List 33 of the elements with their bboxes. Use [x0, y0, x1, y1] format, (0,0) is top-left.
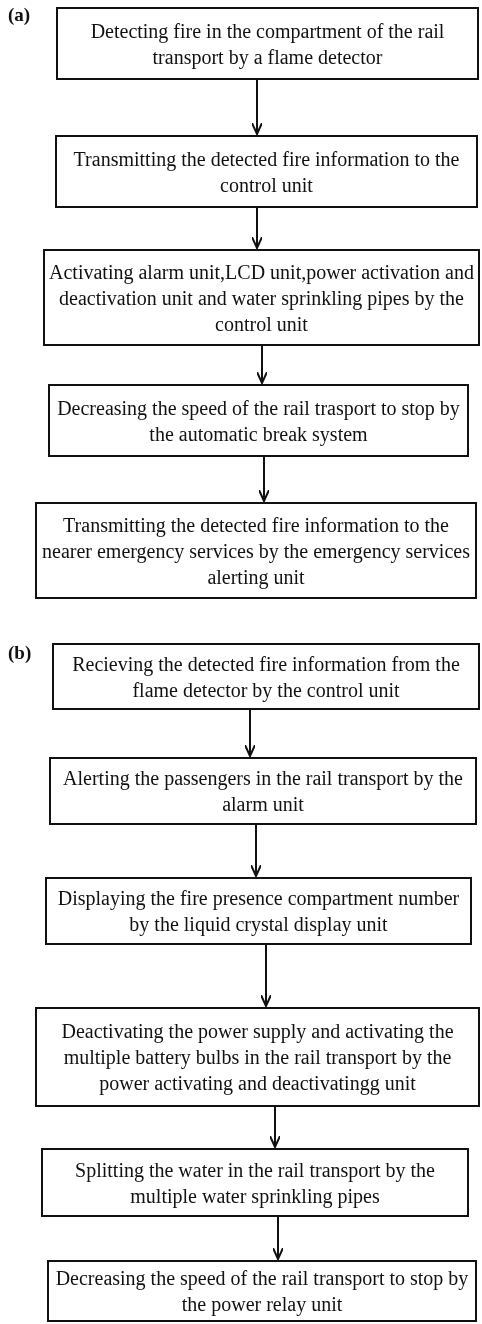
process-box [41, 1148, 469, 1217]
arrow [260, 944, 272, 1007]
step-text: Alerting the passengers in the rail transport by the alarm unit [62, 766, 464, 817]
process-box [35, 502, 477, 599]
panel-label: (a) [8, 4, 31, 26]
step-text: Transmitting the detected fire information to the nearer emergency services by the emergency services alerting unit [41, 512, 471, 590]
step-text: Displaying the fire presence compartment number by the liquid crystal display unit [56, 886, 461, 937]
step-text: Splitting the water in the rail transport by the multiple water sprinkling pipes [74, 1157, 436, 1209]
process-box [48, 384, 469, 457]
step-text: Activating alarm unit,LCD unit,power activation and deactivation unit and water sprinkling pipes by the control unit [49, 259, 474, 337]
step-text: Recieving the detected fire information from the flame detector by the control unit [71, 651, 461, 703]
process-box [56, 7, 479, 80]
step-text: Transmitting the detected fire information to the control unit [72, 146, 461, 198]
process-box [55, 135, 478, 208]
step-text: Deactivating the power supply and activating the multiple battery bulbs in the rail transport by the power activating and deactivatingg unit [60, 1019, 455, 1096]
step-text: Detecting fire in the compartment of the rail transport by a flame detector [89, 18, 446, 70]
arrow [251, 79, 263, 135]
panel-label: (b) [8, 642, 32, 664]
arrow [269, 1106, 281, 1148]
arrow [244, 709, 256, 757]
process-box [43, 249, 480, 346]
arrow [272, 1216, 284, 1260]
process-box [47, 1260, 477, 1322]
process-box [49, 757, 477, 825]
process-box [45, 877, 472, 945]
arrow [250, 824, 262, 877]
step-text: Decreasing the speed of the rail trasport to stop by the automatic break system [56, 395, 461, 447]
step-text: Decreasing the speed of the rail transport to stop by the power relay unit [54, 1266, 470, 1317]
arrow [251, 207, 263, 249]
process-box [52, 643, 480, 710]
arrow [258, 456, 270, 502]
arrow [256, 345, 268, 384]
process-box [35, 1007, 480, 1107]
